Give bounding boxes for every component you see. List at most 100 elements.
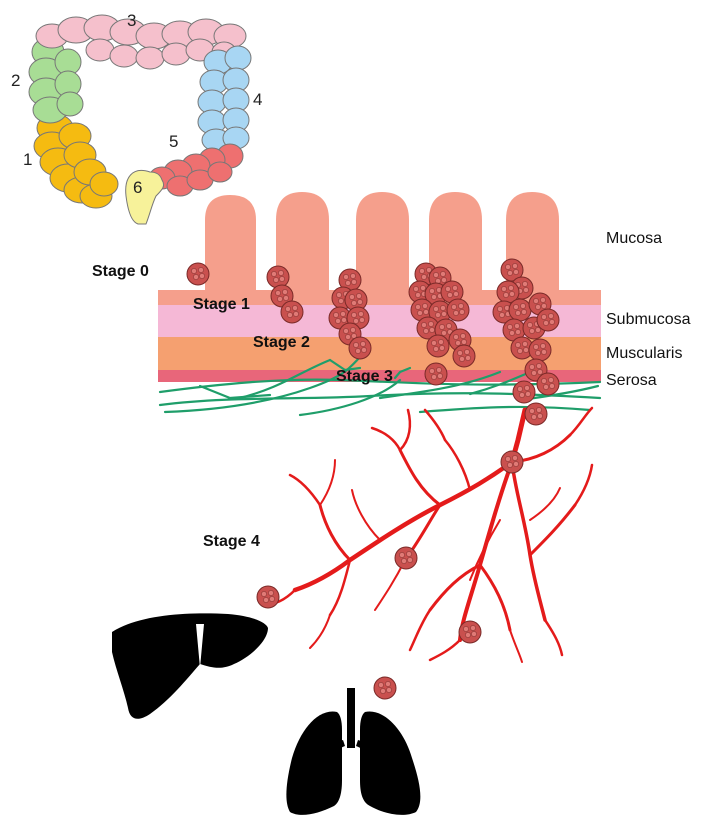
tumor-cell-texture [523,347,528,352]
tumor-cell-texture [435,312,440,317]
tumor-cell [509,299,531,321]
tumor-cell-texture [520,303,525,308]
tumor-cell-texture [471,631,476,636]
tumor-cell-texture [519,392,524,397]
tumor-cell-texture [292,305,297,310]
tumor-cell-texture [428,321,433,326]
tumor-cell [374,677,396,699]
tumor-cell-texture [497,306,502,311]
tumor-cell-texture [401,558,406,563]
tumor-cell-texture [541,314,546,319]
tumor-cell-texture [407,557,412,562]
tumor-cell-texture [540,343,545,348]
tumor-cell-texture [440,305,445,310]
tumor-cell-texture [359,317,364,322]
tumor-cell-texture [431,374,436,379]
tumor-cell-texture [335,318,340,323]
tumor-cell-texture [541,303,546,308]
tumor-cell [513,381,535,403]
tumor-cell-texture [193,274,198,279]
tumor-cell-texture [350,273,355,278]
tumor-cell-texture [543,320,548,325]
tumor-cell-texture [457,350,462,355]
tumor-cell-texture [263,597,268,602]
tumor-cell-texture [455,340,460,345]
tumor-cell-texture [523,287,528,292]
tumor-cell-texture [439,345,444,350]
tumor-cell-texture [431,294,436,299]
tumor-cell-texture [421,322,426,327]
tumor-cell-texture [447,292,452,297]
tumor-cell-texture [285,306,290,311]
tumor-cell-texture [429,368,434,373]
tumor-cell-texture [445,286,450,291]
colon-label-5: 5 [169,132,178,152]
tumor-cell-texture [282,289,287,294]
tumor-cell-texture [514,323,519,328]
tumor-cell-texture [446,323,451,328]
tumor-cell-texture [441,311,446,316]
tumor-cell-texture [351,312,356,317]
tumor-cell-texture [437,373,442,378]
tumor-cell-texture [453,310,458,315]
tumor-cell-texture [380,688,385,693]
tumor-cell-texture [531,414,536,419]
tumor-cell-texture [273,277,278,282]
tumor-cell-texture [191,268,196,273]
tumor-cell-texture [499,312,504,317]
tumor-cell-texture [515,329,520,334]
tumor-cell-texture [355,348,360,353]
tumor-cell-texture [421,274,426,279]
tumor-cell-texture [336,292,341,297]
tumor-cell-texture [357,299,362,304]
tumor-cell-texture [533,298,538,303]
tumor-cell-texture [512,455,517,460]
tumor-cell-texture [509,291,514,296]
tumor-cell-texture [353,342,358,347]
tumor-cell [395,547,417,569]
tumor-cell-texture [439,324,444,329]
tumor-cell-texture [463,626,468,631]
tumor-cell-texture [507,270,512,275]
tumor-cell [459,621,481,643]
tumor-cell-texture [378,682,383,687]
tumor-cell-texture [548,313,553,318]
tumor-cell-texture [458,303,463,308]
tumor-cell-texture [543,384,548,389]
tumor-cell-texture [529,408,534,413]
tumor-cell-texture [293,311,298,316]
layer-label-serosa: Serosa [606,372,657,390]
tumor-cell-texture [470,625,475,630]
tumor-cell-texture [536,407,541,412]
tumor-cell-texture [423,309,428,314]
tumor-cell-texture [533,344,538,349]
tumor-cell-texture [438,339,443,344]
tumor-cell-texture [453,334,458,339]
tumor-cell-texture [338,298,343,303]
tumor-cell-texture [509,330,514,335]
tumor-cell-texture [548,377,553,382]
tumor-cell-texture [461,339,466,344]
tumor-cell-texture [536,363,541,368]
mucosa-layer [158,192,601,306]
tumor-cell-texture [513,304,518,309]
tumor-cell-texture [269,596,274,601]
tumor-cell-texture [415,292,420,297]
tumor-cell-texture [541,349,546,354]
tumor-cell-texture [524,385,529,390]
tumor-cell-texture [505,456,510,461]
tumor-cell [525,403,547,425]
liver-silhouette [112,613,268,718]
tumor-cell-texture [535,327,540,332]
colon-label-4: 4 [253,90,262,110]
tumor-cell-texture [529,364,534,369]
tumor-cell [425,363,447,385]
blood-vessel-tree [262,408,592,662]
tumor-cell-texture [465,632,470,637]
tumor-cell-texture [433,306,438,311]
tumor-cell-texture [535,304,540,309]
tumor-cell-texture [420,285,425,290]
stage-label-0: Stage 0 [92,263,149,281]
tumor-cell-texture [360,341,365,346]
